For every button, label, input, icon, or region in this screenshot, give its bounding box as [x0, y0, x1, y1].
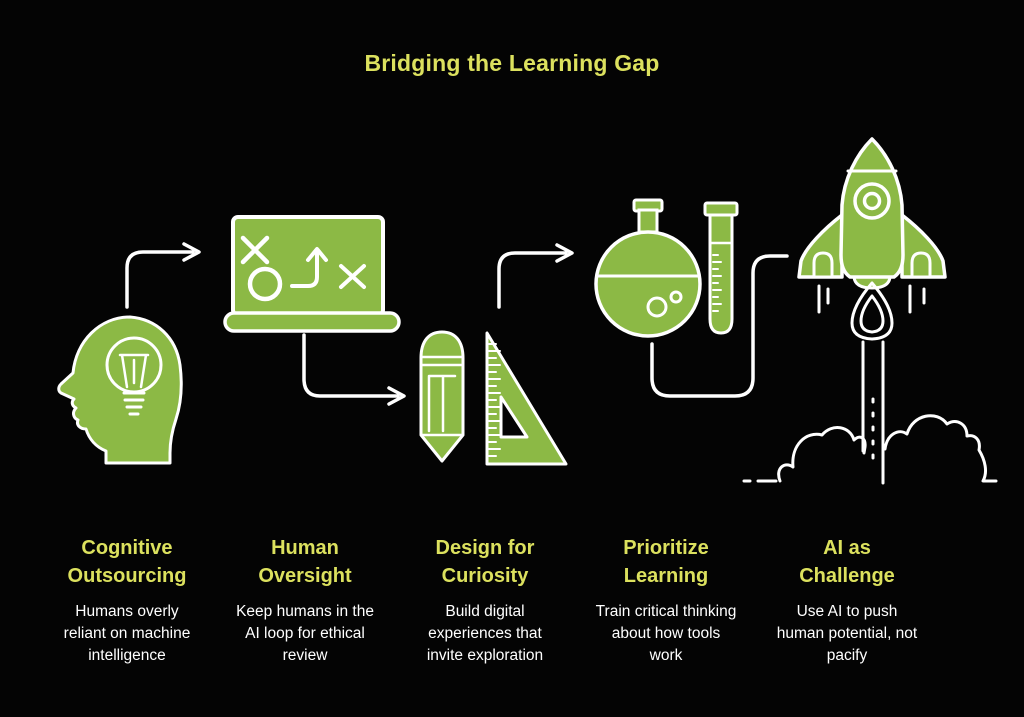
step-description: Build digital experiences that invite ex… [426, 603, 544, 664]
arrow-head-to-board [125, 242, 201, 309]
rocket-icon [742, 137, 998, 485]
step-description: Keep humans in the AI loop for ethical r… [236, 603, 374, 664]
head-lightbulb-icon [57, 315, 183, 465]
step-heading: Cognitive Outsourcing [67, 537, 187, 587]
step-heading: Human Oversight [258, 537, 352, 587]
step-description: Humans overly reliant on machine intelli… [63, 603, 191, 664]
connector-flask-to-rocket [650, 254, 789, 398]
flask-test-tube-icon [594, 198, 739, 338]
step-human-oversight: Human Oversight Keep humans in the AI lo… [236, 534, 374, 667]
step-prioritize-learning: Prioritize Learning Train critical think… [596, 534, 737, 667]
step-ai-as-challenge: AI as Challenge Use AI to push human pot… [777, 534, 917, 667]
step-design-for-curiosity: Design for Curiosity Build digital exper… [427, 534, 543, 667]
page-title: Bridging the Learning Gap [364, 50, 660, 76]
strategy-board-icon [223, 215, 401, 333]
step-description: Train critical thinking about how tools … [595, 603, 737, 664]
launch-clouds [742, 414, 998, 483]
step-heading: AI as Challenge [799, 537, 895, 587]
pencil-set-square-icon [419, 330, 568, 466]
arrow-board-to-pencil [302, 333, 406, 406]
step-description: Use AI to push human potential, not paci… [776, 603, 918, 664]
step-cognitive-outsourcing: Cognitive Outsourcing Humans overly reli… [64, 534, 191, 667]
step-heading: Design for Curiosity [435, 537, 535, 587]
step-heading: Prioritize Learning [623, 537, 709, 587]
arrow-triangle-to-flask [497, 243, 574, 309]
